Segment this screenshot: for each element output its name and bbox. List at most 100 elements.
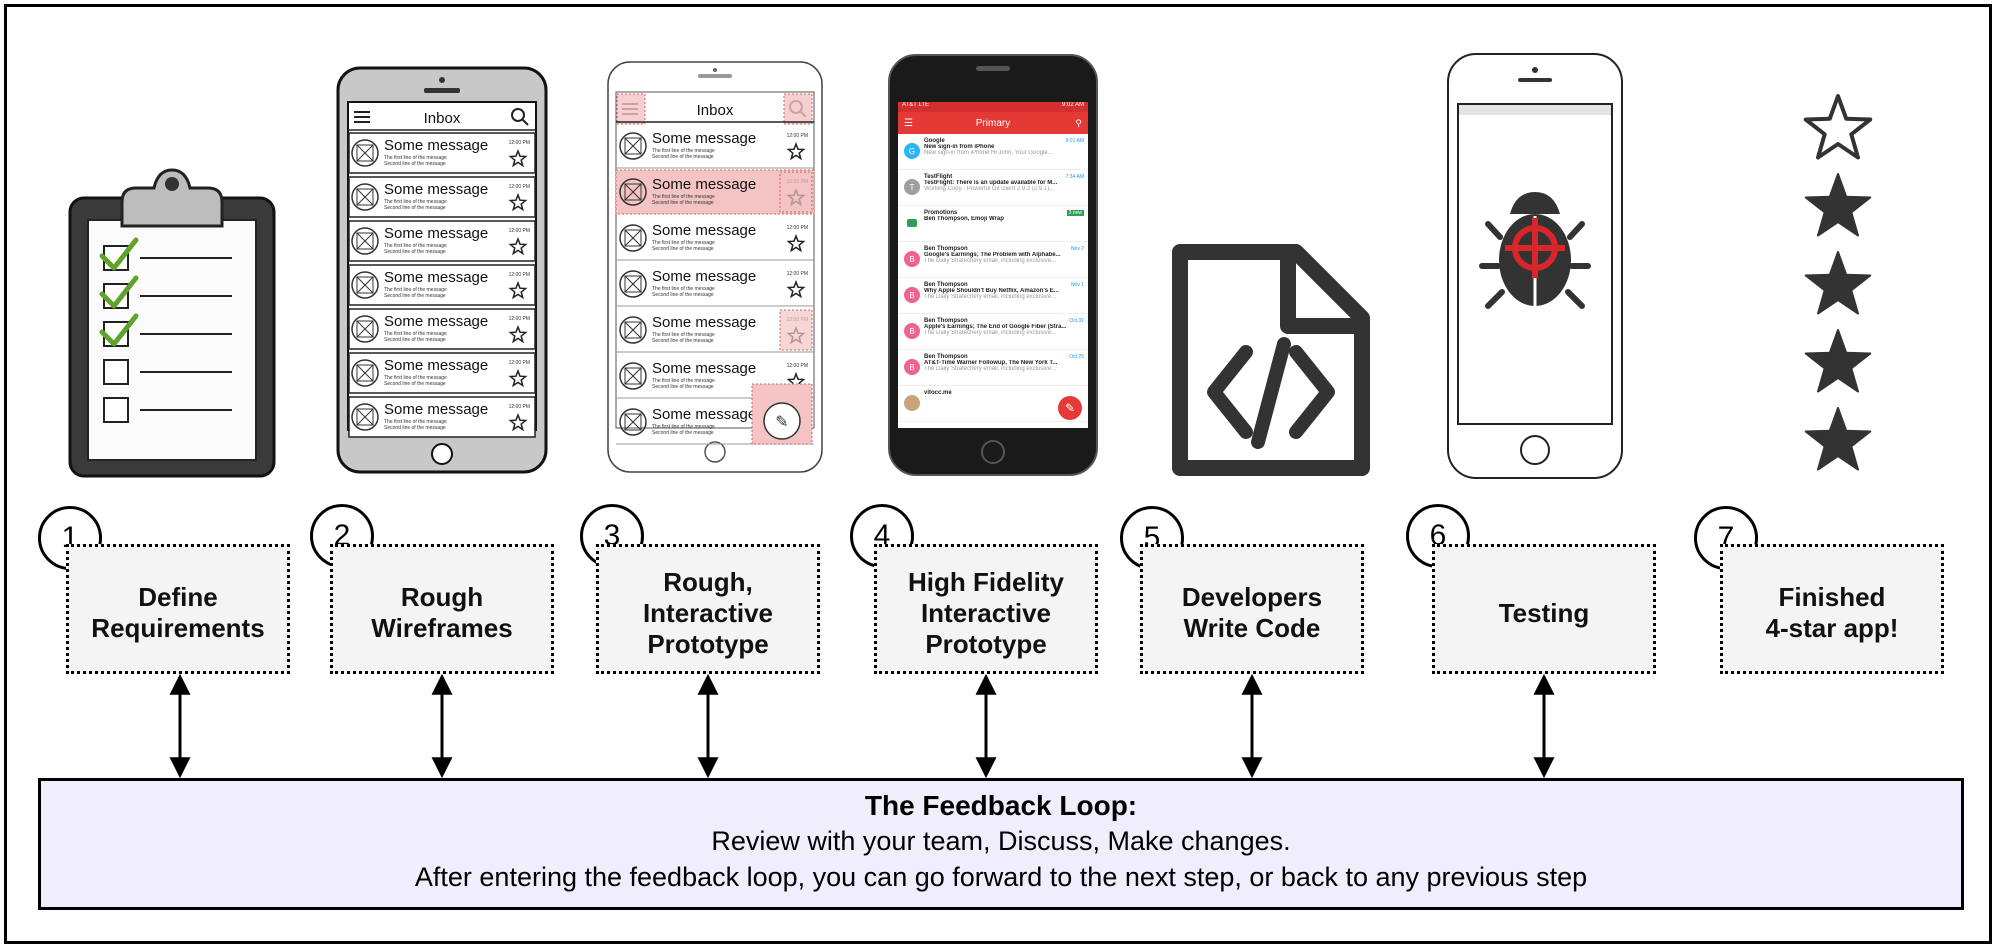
tag-icon bbox=[907, 219, 917, 227]
checkmark-icon bbox=[99, 275, 139, 309]
svg-text:Second line of the message: Second line of the message bbox=[652, 154, 714, 160]
svg-text:The first line of the message: The first line of the message bbox=[652, 286, 715, 292]
email-time: 3 new bbox=[1066, 210, 1084, 216]
search-icon bbox=[511, 108, 525, 122]
email-snippet: New sign-in from iPhone Hi John, Your Go… bbox=[924, 150, 1053, 156]
star-outline-icon bbox=[508, 148, 528, 168]
checklist-row bbox=[99, 313, 232, 347]
status-time: 9:02 AM bbox=[1061, 102, 1084, 108]
avatar: B bbox=[904, 359, 920, 375]
home-button bbox=[981, 440, 1005, 464]
email-sender: Ben Thompson bbox=[924, 354, 968, 360]
avatar: G bbox=[904, 143, 920, 159]
email-subject: New sign-in from iPhone bbox=[924, 144, 995, 150]
step-7-label: Finished 4-star app! bbox=[1720, 544, 1944, 674]
email-sender: vitocc.me bbox=[924, 390, 952, 396]
svg-text:The first line of the message: The first line of the message bbox=[384, 155, 447, 161]
email-snippet: The Daily Stratechery email, including e… bbox=[924, 366, 1057, 372]
email-sender: Ben Thompson bbox=[924, 246, 968, 252]
star-rating bbox=[1803, 94, 1873, 471]
svg-text:The first line of the message: The first line of the message bbox=[652, 424, 715, 430]
step-3-label: Rough, Interactive Prototype bbox=[596, 544, 820, 674]
avatar: T bbox=[904, 179, 920, 195]
feedback-loop-line-2: After entering the feedback loop, you ca… bbox=[414, 862, 1588, 892]
email-sender: Ben Thompson bbox=[924, 318, 968, 324]
svg-text:The first line of the message: The first line of the message bbox=[384, 419, 447, 425]
svg-text:The first line of the message: The first line of the message bbox=[384, 331, 447, 337]
step-2-label: Rough Wireframes bbox=[330, 544, 554, 674]
svg-text:12:00 PM: 12:00 PM bbox=[509, 184, 530, 190]
avatar: B bbox=[904, 251, 920, 267]
clipboard-checklist-icon bbox=[68, 168, 276, 478]
star-outline-icon bbox=[508, 324, 528, 344]
email-time: 7:34 AM bbox=[1065, 174, 1084, 180]
svg-text:Second line of the message: Second line of the message bbox=[652, 384, 714, 390]
email-subject: Apple's Earnings; The End of Google Fibe… bbox=[924, 324, 1067, 330]
bug-target-icon bbox=[1479, 192, 1591, 309]
checkmark-icon bbox=[99, 237, 139, 271]
search-icon[interactable]: ⚲ bbox=[1075, 117, 1082, 128]
star-filled-icon bbox=[1804, 407, 1872, 471]
svg-text:The first line of the message: The first line of the message bbox=[652, 378, 715, 384]
email-subject: TestFlight: There is an update available… bbox=[924, 180, 1058, 186]
checklist-row bbox=[99, 237, 232, 271]
email-sender: TestFlight bbox=[924, 174, 953, 180]
phone-speaker bbox=[976, 66, 1010, 71]
checklist-row bbox=[103, 397, 232, 423]
star-outline-icon bbox=[508, 236, 528, 256]
star-outline-icon bbox=[508, 192, 528, 212]
email-row[interactable]: vitocc.me bbox=[898, 386, 1088, 422]
email-sender: Promotions bbox=[924, 210, 958, 216]
email-time: Oct 25 bbox=[1069, 354, 1084, 360]
svg-text:Second line of the message: Second line of the message bbox=[652, 338, 714, 344]
svg-text:The first line of the message: The first line of the message bbox=[384, 199, 447, 205]
svg-text:12:00 PM: 12:00 PM bbox=[509, 404, 530, 410]
svg-text:Second line of the message: Second line of the message bbox=[384, 293, 446, 299]
email-subject: Why Apple Shouldn't Buy Netflix, Amazon'… bbox=[924, 288, 1059, 294]
svg-text:Second line of the message: Second line of the message bbox=[384, 425, 446, 431]
menu-icon[interactable]: ☰ bbox=[904, 117, 913, 129]
email-sender: Ben Thompson bbox=[924, 282, 968, 288]
svg-text:Second line of the message: Second line of the message bbox=[384, 249, 446, 255]
svg-text:Some message: Some message bbox=[652, 406, 756, 423]
star-outline-icon bbox=[508, 280, 528, 300]
svg-text:Some message: Some message bbox=[384, 269, 488, 286]
email-subject: Ben Thompson, Emoji Wrap bbox=[924, 216, 1004, 222]
email-snippet: The Daily Stratechery email, including e… bbox=[924, 330, 1057, 336]
compose-button bbox=[763, 402, 801, 440]
star-filled-icon bbox=[1804, 173, 1872, 237]
email-sender: Google bbox=[924, 138, 945, 144]
svg-text:Second line of the message: Second line of the message bbox=[384, 381, 446, 387]
step-6-label: Testing bbox=[1432, 544, 1656, 674]
email-time: 9:01 AM bbox=[1065, 138, 1084, 144]
svg-text:Some message: Some message bbox=[384, 225, 488, 242]
svg-text:Some message: Some message bbox=[384, 401, 488, 418]
star-outline-icon bbox=[786, 233, 806, 253]
svg-text:The first line of the message: The first line of the message bbox=[384, 375, 447, 381]
avatar: B bbox=[904, 323, 920, 339]
svg-text:Some message: Some message bbox=[652, 314, 756, 331]
star-outline-icon bbox=[786, 279, 806, 299]
checkmark-icon bbox=[99, 313, 139, 347]
compose-button[interactable]: ✎ bbox=[1058, 396, 1082, 420]
svg-text:12:00 PM: 12:00 PM bbox=[509, 272, 530, 278]
svg-text:Some message: Some message bbox=[652, 360, 756, 377]
star-filled-icon bbox=[1804, 251, 1872, 315]
svg-text:12:00 PM: 12:00 PM bbox=[509, 316, 530, 322]
